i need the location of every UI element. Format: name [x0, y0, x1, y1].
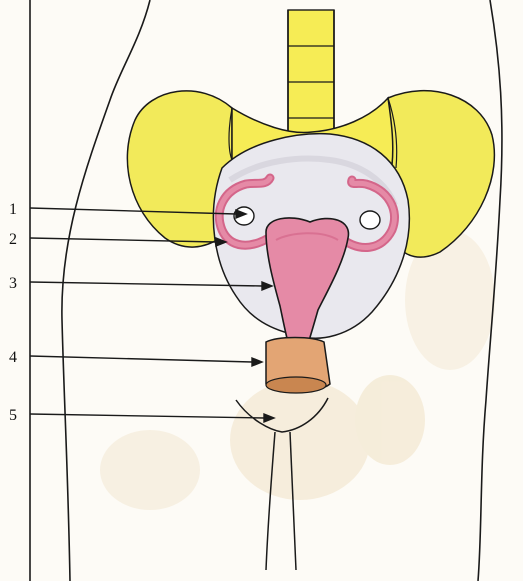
cervix-icon: [266, 338, 330, 394]
label-4: 4: [9, 349, 17, 366]
label-3: 3: [9, 275, 17, 292]
label-1: 1: [9, 201, 17, 218]
label-5: 5: [9, 407, 17, 424]
label-2: 2: [9, 231, 17, 248]
spine-icon: [288, 10, 334, 150]
